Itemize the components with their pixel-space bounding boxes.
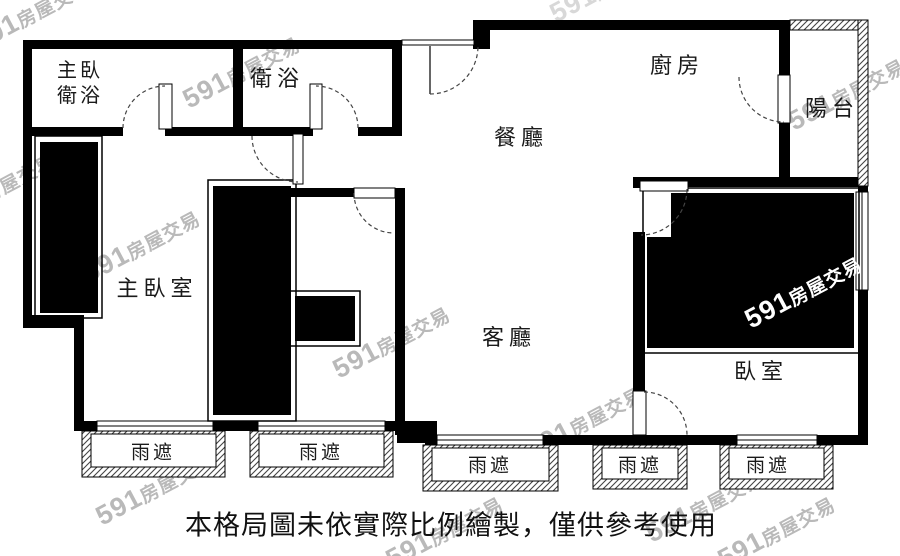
room-label-bedroom: 臥室 bbox=[733, 359, 789, 384]
rain-cover-box bbox=[81, 430, 226, 478]
rain-cover-label: 雨遮 bbox=[617, 455, 663, 477]
balcony-door-leaf bbox=[777, 74, 791, 124]
door-swing-notch bbox=[647, 193, 671, 237]
rain-cover-box bbox=[249, 430, 394, 478]
rain-cover-box bbox=[422, 444, 559, 492]
door-swing-arcs bbox=[122, 45, 785, 436]
rain-cover-label: 雨遮 bbox=[298, 442, 344, 464]
rain-cover-label: 雨遮 bbox=[467, 455, 513, 477]
bedroom-cabinet-block bbox=[642, 187, 860, 354]
closet-cabinet-stub bbox=[289, 290, 361, 347]
room-label-master-bath: 主臥 衛浴 bbox=[57, 59, 103, 109]
rain-cover-box bbox=[592, 444, 688, 490]
walls bbox=[23, 20, 868, 445]
bath-door-leaf bbox=[309, 83, 323, 130]
entrance-opening bbox=[401, 39, 475, 46]
rain-cover-label: 雨遮 bbox=[130, 442, 176, 464]
rain-cover-label: 雨遮 bbox=[745, 455, 791, 477]
room-label-bath: 衛浴 bbox=[249, 66, 305, 91]
master-bath-door-leaf bbox=[158, 83, 173, 130]
room-label-master-bath-line1: 主臥 bbox=[57, 60, 103, 82]
room-label-living: 客廳 bbox=[481, 325, 537, 350]
window bbox=[257, 420, 386, 432]
disclaimer-caption: 本格局圖未依實際比例繪製，僅供參考使用 bbox=[185, 510, 717, 541]
closet-cabinet-bar bbox=[207, 179, 297, 422]
room-label-dining: 餐廳 bbox=[493, 125, 549, 150]
rain-cover-box bbox=[719, 444, 834, 490]
windows bbox=[96, 191, 869, 446]
room-label-balcony: 陽台 bbox=[804, 96, 860, 121]
room-label-kitchen: 廚房 bbox=[649, 53, 705, 78]
window bbox=[96, 420, 214, 432]
furniture bbox=[34, 135, 860, 422]
window bbox=[436, 434, 544, 446]
master-bedroom-door-leaf bbox=[292, 133, 304, 185]
balcony-hatched-walls bbox=[789, 19, 869, 187]
doors bbox=[122, 39, 791, 436]
rain-cover-boxes bbox=[81, 430, 834, 492]
room-label-master-bedroom: 主臥室 bbox=[116, 276, 198, 301]
room-label-master-bath-line2: 衛浴 bbox=[57, 85, 103, 107]
bedroom-door-top-leaf bbox=[639, 180, 689, 192]
window bbox=[736, 434, 818, 446]
bedroom-door-bottom-leaf bbox=[632, 390, 647, 436]
master-bedroom-wardrobe bbox=[34, 135, 103, 319]
closet-door-leaf bbox=[353, 187, 396, 199]
